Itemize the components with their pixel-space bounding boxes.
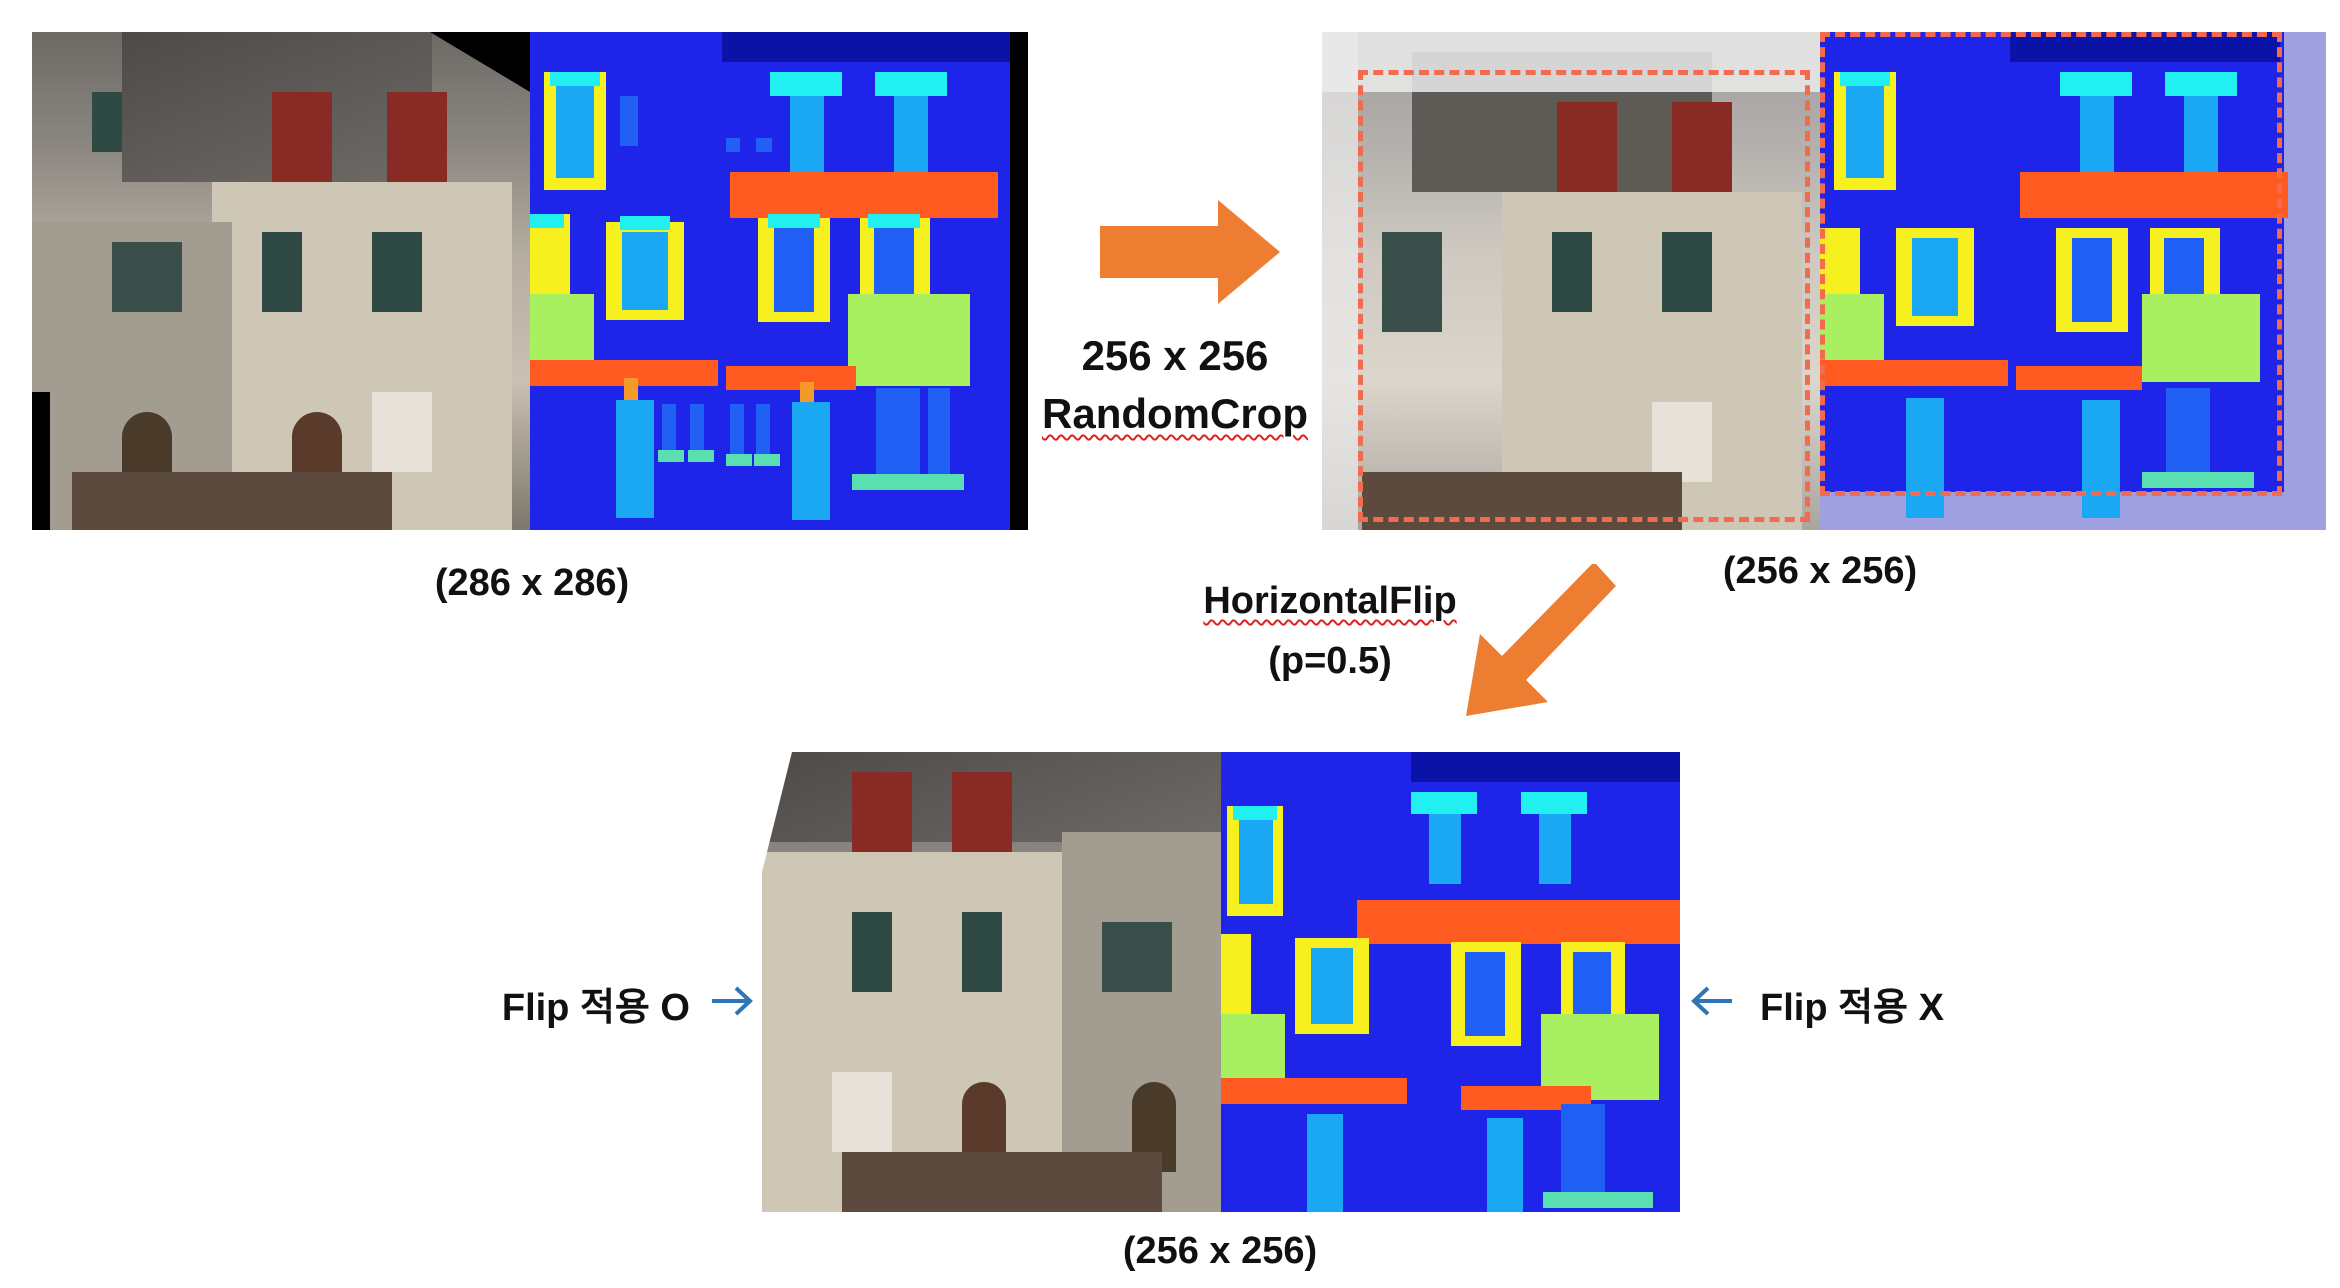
crop-label-size: 256 x 256 — [1081, 332, 1269, 379]
flip-not-applied-label: Flip 적용 X — [1760, 987, 1944, 1029]
flip-label-name: HorizontalFlip — [1203, 580, 1457, 622]
original-photo — [32, 32, 530, 530]
flipped-image-pair — [762, 752, 1680, 1212]
original-segmentation-mask — [530, 32, 1028, 530]
pointer-arrow-left-icon — [1691, 986, 1732, 1016]
flip-label-prob: (p=0.5) — [1268, 640, 1392, 682]
cropped-photo — [1322, 32, 1820, 530]
flip-applied-label: Flip 적용 O — [501, 987, 690, 1029]
crop-region-mask — [1820, 32, 2282, 496]
cropped-size-label: (256 x 256) — [1722, 550, 1918, 592]
arrow-right-icon — [1100, 200, 1280, 304]
flipped-photo — [762, 752, 1221, 1212]
arrow-down-left-icon — [1466, 564, 1616, 716]
original-image-pair — [32, 32, 1028, 530]
original-size-label: (286 x 286) — [434, 562, 630, 604]
crop-label-name: RandomCrop — [1042, 390, 1308, 437]
cropped-image-pair — [1322, 32, 2326, 530]
cropped-segmentation-mask — [1820, 32, 2326, 530]
flipped-segmentation-mask — [1221, 752, 1680, 1212]
crop-region-photo — [1358, 70, 1810, 522]
pointer-arrow-right-icon — [712, 986, 753, 1016]
flipped-size-label: (256 x 256) — [1122, 1230, 1318, 1272]
